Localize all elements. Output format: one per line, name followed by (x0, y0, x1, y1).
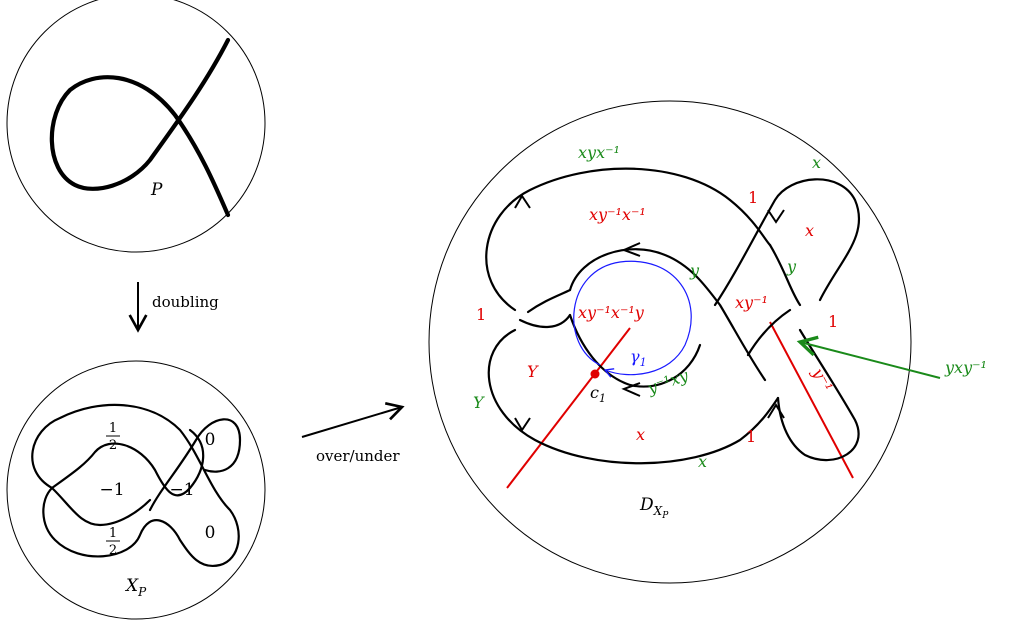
red-arc-right (769, 321, 854, 479)
gamma1-label: γ1 (630, 347, 647, 369)
over-under-label: over/under (316, 447, 400, 465)
inner-loop-arrow-bottom (621, 382, 641, 397)
green-inner-y2: y (786, 257, 797, 276)
c1-label: c1 (590, 383, 606, 405)
green-inner-bottom: y⁻¹xy (644, 365, 692, 398)
curve-xp-right-top (148, 418, 242, 512)
curve-xp-left-lower (50, 486, 152, 527)
curve-left-cross-a (518, 313, 572, 328)
curve-p-loop (49, 37, 231, 218)
red-x-right: x (805, 221, 814, 240)
green-inner-y1: y (689, 261, 700, 280)
top-disk: P (6, 0, 266, 253)
red-one-left: 1 (476, 305, 486, 324)
framing-center-left: −1 (99, 480, 124, 500)
red-left-Y: Y (527, 362, 539, 381)
curve-right-lobe-cross (746, 308, 792, 357)
label-dxp: DXP (639, 495, 669, 521)
bottom-disk: 1 2 1 2 −1 −1 0 0 XP (6, 360, 266, 620)
basepoint-c1 (590, 369, 600, 379)
red-one-bottom: 1 (746, 427, 756, 446)
red-one-top: 1 (748, 188, 758, 207)
red-inner-region: xy⁻¹x⁻¹y (578, 303, 645, 322)
lobe-arrow-top (767, 209, 785, 224)
curve-xp-outer (31, 403, 240, 568)
framing-bottom-half-den: 2 (109, 543, 117, 558)
curve-right-lobe-bottom (776, 328, 860, 462)
doubling-label: doubling (152, 293, 219, 311)
curve-inner-loop (568, 248, 767, 382)
red-diag-label: y⁻¹ (808, 364, 836, 395)
over-under-arrow: over/under (301, 402, 405, 465)
outer-arrow-bottom-left (514, 417, 531, 432)
curve-inner-loop-lower (568, 313, 702, 388)
inner-loop-arrow-top (621, 242, 641, 257)
right-disk-boundary (428, 100, 912, 584)
curve-left-cross-b (526, 288, 572, 314)
curve-outer-bottom (487, 328, 780, 465)
outer-arrow-top-left (514, 194, 531, 209)
curve-outer-top (485, 167, 772, 312)
framing-center-right: −1 (169, 480, 194, 500)
curve-right-lobe-mid (768, 243, 802, 307)
red-arc-left (506, 327, 631, 489)
bottom-disk-boundary (6, 360, 266, 620)
green-left-Y: Y (473, 393, 485, 412)
green-outside-word: yxy⁻¹ (944, 358, 987, 377)
framing-top-half-den: 2 (109, 438, 117, 453)
red-mid-region: xy⁻¹ (735, 293, 768, 312)
curve-xp-inner (50, 428, 205, 497)
lobe-arrow-bottom (767, 403, 785, 419)
over-under-arrow-line (301, 402, 405, 438)
red-bottom-x: x (636, 425, 645, 444)
framing-top-half-num: 1 (109, 421, 117, 436)
framing-right-bottom: 0 (205, 523, 216, 543)
green-bottom-x: x (698, 452, 707, 471)
framing-bottom-half-num: 1 (109, 526, 117, 541)
label-p: P (150, 180, 163, 200)
gamma1-loop (573, 260, 692, 378)
red-one-right: 1 (828, 312, 838, 331)
top-disk-boundary (6, 0, 266, 253)
red-top-region: xy⁻¹x⁻¹ (589, 205, 646, 224)
green-top-right-x: x (812, 153, 821, 172)
curve-right-lobe-top (713, 178, 861, 307)
green-pointer-arrow (796, 335, 941, 379)
label-xp: XP (124, 576, 147, 599)
right-disk: xyx⁻¹ x y y Y y⁻¹xy x yxy⁻¹ 1 1 1 1 xy⁻¹… (428, 100, 987, 584)
framing-right-top: 0 (205, 430, 216, 450)
doubling-arrow: doubling (128, 282, 219, 333)
green-top-word: xyx⁻¹ (578, 143, 620, 162)
